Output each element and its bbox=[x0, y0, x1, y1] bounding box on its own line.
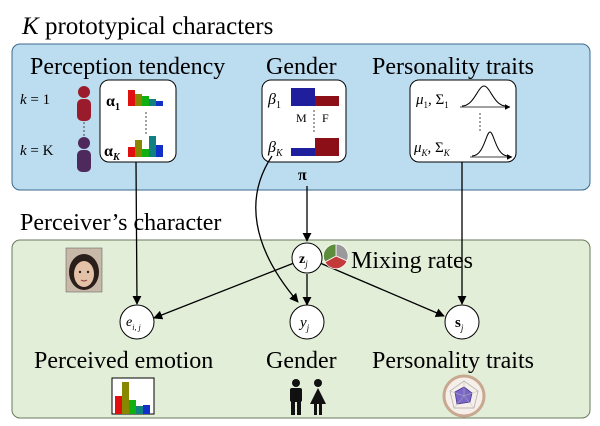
alpha-first: α1 bbox=[106, 93, 120, 113]
e-node bbox=[119, 304, 155, 340]
gender-bar-last bbox=[291, 138, 339, 156]
y-node-label: yj bbox=[298, 315, 310, 333]
gender-bar-first bbox=[291, 88, 339, 106]
perception-tendency-header: Perception tendency bbox=[30, 54, 225, 80]
pie-chart-icon bbox=[322, 243, 349, 270]
k-first-label: k = 1 bbox=[20, 92, 50, 108]
personality-traits-header-top: Personality traits bbox=[372, 54, 534, 80]
personality-traits-label-bottom: Personality traits bbox=[372, 348, 534, 374]
male-female-icon bbox=[290, 379, 326, 415]
k-last-label: k = K bbox=[20, 143, 54, 159]
alpha-box bbox=[99, 79, 177, 163]
edge-z-to-e bbox=[153, 262, 295, 320]
personality-params-first: μ1, Σ1 bbox=[415, 92, 449, 110]
s-node-label: sj bbox=[455, 315, 464, 333]
beta-first: β1 bbox=[267, 91, 281, 111]
edge-alpha-to-e bbox=[132, 161, 142, 305]
pi-label: π bbox=[298, 167, 307, 184]
gaussian-curve-icon-first bbox=[460, 85, 511, 110]
histogram-icon-first bbox=[128, 90, 163, 106]
edge-z-to-s bbox=[319, 262, 445, 317]
bottom-title: Perceiver’s character bbox=[20, 210, 221, 236]
gender-header-top: Gender bbox=[266, 54, 337, 80]
gaussian-curve-icon-last bbox=[470, 131, 513, 160]
beta-last: βK bbox=[267, 139, 284, 159]
female-label: F bbox=[322, 111, 329, 125]
person-icon-first bbox=[77, 86, 91, 121]
mixing-rates-label: Mixing rates bbox=[351, 248, 473, 274]
perceived-emotion-label: Perceived emotion bbox=[34, 348, 213, 374]
edges bbox=[132, 155, 467, 320]
radar-chart-icon bbox=[442, 374, 486, 418]
gender-label-bottom: Gender bbox=[266, 348, 337, 374]
z-node bbox=[291, 242, 323, 274]
personality-params-last: μK, ΣK bbox=[413, 140, 451, 158]
s-node bbox=[444, 304, 480, 340]
e-node-label: ei, j bbox=[126, 315, 141, 332]
alpha-last: αK bbox=[104, 143, 121, 163]
personality-params-box bbox=[409, 79, 517, 163]
histogram-icon-bottom bbox=[111, 377, 155, 415]
face-photo bbox=[65, 247, 103, 293]
person-icon-last bbox=[77, 137, 91, 172]
histogram-icon-last bbox=[128, 136, 163, 157]
male-label: M bbox=[296, 111, 307, 125]
top-title: K prototypical characters bbox=[21, 13, 273, 40]
z-node-label: zj bbox=[299, 252, 308, 269]
edge-beta-to-y bbox=[255, 155, 299, 303]
y-node bbox=[289, 304, 325, 340]
